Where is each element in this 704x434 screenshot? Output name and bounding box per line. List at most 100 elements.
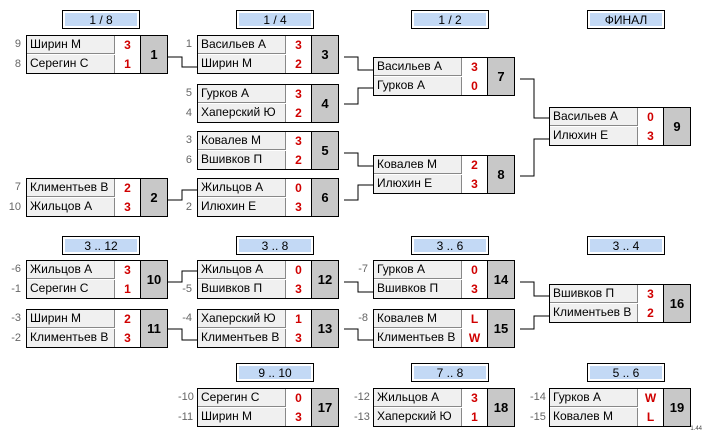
player-name: Васильев А: [201, 37, 267, 51]
player-name: Ширин М: [201, 56, 253, 70]
player-name: Ширин М: [201, 409, 253, 423]
player-name: Хаперский Ю: [201, 311, 276, 325]
match-11: Ширин МR:1682Климентьев ВR:183311: [26, 309, 168, 348]
match-number: 19: [663, 389, 690, 426]
match-14: Гурков АR:1500Вшивков ПR:143314: [373, 260, 515, 299]
header-places-9-10: 9 .. 10: [236, 363, 314, 382]
player-row: Ширин МR:1682: [27, 310, 140, 328]
match-4: Гурков АR:1503Хаперский ЮR:15424: [197, 84, 339, 123]
player-score: 3: [461, 175, 487, 193]
header-places-7-8: 7 .. 8: [411, 363, 489, 382]
player-row: Климентьев ВR:1833: [27, 329, 140, 347]
player-score: 3: [285, 198, 311, 216]
match-12: Жильцов АR:1570Вшивков ПR:143312: [197, 260, 339, 299]
player-score: 3: [285, 280, 311, 298]
player-row: Ширин МR:1683: [198, 408, 311, 426]
player-row: Илюхин ЕR:2103: [374, 175, 487, 193]
header-places-3-4: 3 .. 4: [587, 236, 665, 255]
player-row: Васильев АR:2293: [198, 36, 311, 54]
player-score: 0: [637, 108, 663, 126]
header-semifinal: 1 / 2: [411, 10, 489, 29]
seed-number: 4: [185, 107, 192, 119]
player-score: 1: [461, 408, 487, 426]
header-places-5-6: 5 .. 6: [587, 363, 665, 382]
match-15: Ковалев МR:198LКлиментьев ВR:183W15: [373, 309, 515, 348]
match-number: 13: [311, 310, 338, 347]
seed-number: -12: [354, 391, 370, 403]
header-places-3-8: 3 .. 8: [236, 236, 314, 255]
match-number: 2: [140, 179, 167, 216]
seed-number: 5: [185, 87, 192, 99]
player-row: Серегин СR:2021: [27, 55, 140, 73]
player-score: 3: [285, 85, 311, 103]
player-name: Ширин М: [30, 37, 82, 51]
player-name: Климентьев В: [201, 330, 280, 344]
match-7: Васильев АR:2293Гурков АR:15007: [373, 57, 515, 96]
match-number: 3: [311, 36, 338, 73]
player-score: 0: [285, 179, 311, 197]
player-score: 3: [114, 329, 140, 347]
seed-number: 3: [185, 134, 192, 146]
player-score: 0: [461, 261, 487, 279]
match-number: 16: [663, 285, 690, 322]
player-row: Ковалев МR:198L: [374, 310, 487, 328]
match-number: 5: [311, 132, 338, 169]
player-row: Хаперский ЮR:1541: [198, 310, 311, 328]
player-score: 3: [461, 389, 487, 407]
player-name: Ковалев М: [377, 311, 437, 325]
player-name: Вшивков П: [201, 152, 263, 166]
player-name: Серегин С: [201, 390, 260, 404]
player-score: W: [461, 329, 487, 347]
player-row: Васильев АR:2290: [550, 108, 663, 126]
seed-number: 8: [14, 58, 21, 70]
player-score: 2: [285, 55, 311, 73]
player-score: 3: [114, 261, 140, 279]
seed-number: -13: [354, 411, 370, 423]
player-name: Климентьев В: [377, 330, 456, 344]
match-number: 1: [140, 36, 167, 73]
player-score: 0: [285, 261, 311, 279]
seed-number: 2: [185, 201, 192, 213]
match-3: Васильев АR:2293Ширин МR:16823: [197, 35, 339, 74]
seed-number: -2: [11, 332, 21, 344]
player-score: 0: [285, 389, 311, 407]
match-18: Жильцов АR:1573Хаперский ЮR:154118: [373, 388, 515, 427]
match-16: Вшивков ПR:1433Климентьев ВR:183216: [549, 284, 691, 323]
player-row: Гурков АR:1503: [198, 85, 311, 103]
seed-number: 7: [14, 181, 21, 193]
player-score: 1: [114, 55, 140, 73]
match-number: 4: [311, 85, 338, 122]
player-row: Ковалев МR:1983: [198, 132, 311, 150]
seed-number: -4: [182, 312, 192, 324]
match-number: 6: [311, 179, 338, 216]
player-name: Климентьев В: [30, 180, 109, 194]
player-row: Серегин СR:2021: [27, 280, 140, 298]
player-name: Ковалев М: [553, 409, 613, 423]
player-row: Климентьев ВR:1832: [550, 304, 663, 322]
player-row: Гурков АR:150W: [550, 389, 663, 407]
player-name: Илюхин Е: [377, 176, 433, 190]
player-name: Ковалев М: [377, 157, 437, 171]
player-name: Гурков А: [553, 390, 602, 404]
match-number: 10: [140, 261, 167, 298]
seed-number: 6: [185, 154, 192, 166]
player-score: 2: [114, 310, 140, 328]
seed-number: -10: [178, 391, 194, 403]
seed-number: -6: [11, 263, 21, 275]
player-score: 3: [285, 329, 311, 347]
seed-number: -3: [11, 312, 21, 324]
match-number: 15: [487, 310, 514, 347]
match-5: Ковалев МR:1983Вшивков ПR:14325: [197, 131, 339, 170]
seed-number: -8: [358, 312, 368, 324]
player-score: 2: [114, 179, 140, 197]
version-label: 1.44: [690, 426, 702, 432]
player-row: Гурков АR:1500: [374, 261, 487, 279]
player-row: Илюхин ЕR:2103: [550, 127, 663, 145]
player-name: Жильцов А: [201, 180, 264, 194]
match-number: 11: [140, 310, 167, 347]
player-row: Жильцов АR:1570: [198, 179, 311, 197]
player-name: Вшивков П: [201, 281, 263, 295]
player-score: 3: [461, 58, 487, 76]
seed-number: 10: [8, 201, 21, 213]
